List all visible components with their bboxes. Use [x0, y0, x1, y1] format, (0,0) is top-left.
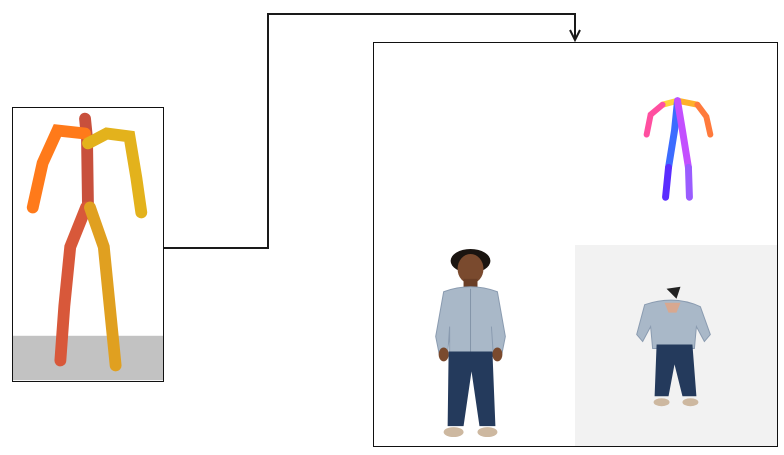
- headless-outfit-photo: [575, 244, 777, 446]
- output-panel: [373, 42, 778, 447]
- left-leg-limb: [54, 201, 92, 367]
- right-arm-limb: [82, 127, 148, 219]
- colored-skeleton-figure: [13, 112, 163, 381]
- floor-shadow: [13, 335, 163, 381]
- person-photo: [435, 248, 506, 438]
- pose-skeleton-figure: [643, 97, 714, 201]
- right-leg-limb: [84, 201, 122, 372]
- output-content: [435, 97, 777, 446]
- arrow-head-icon: [569, 29, 581, 43]
- left-arm-limb: [26, 124, 91, 214]
- input-pose-panel: [12, 107, 164, 382]
